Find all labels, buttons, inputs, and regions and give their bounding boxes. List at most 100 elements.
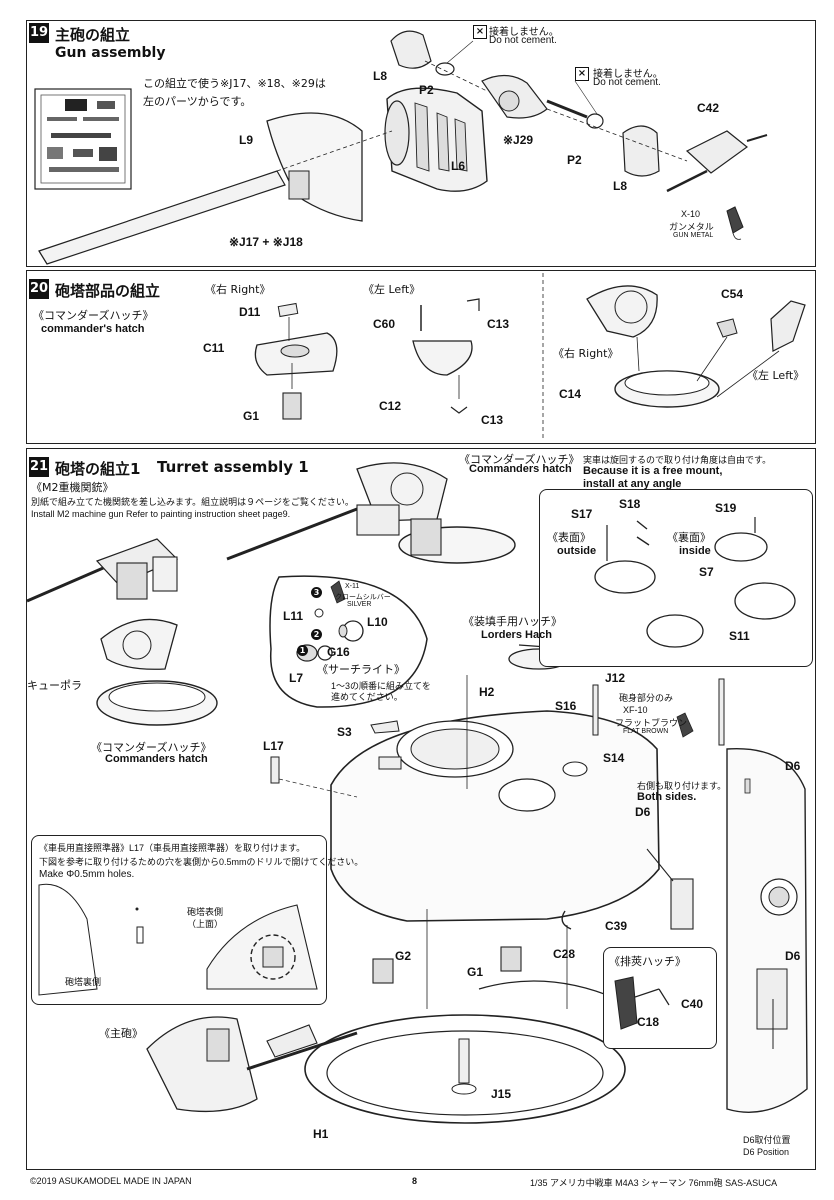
step-3-marker: 3 xyxy=(311,587,322,598)
label-c18: C18 xyxy=(637,1015,660,1029)
step20-number: 20 xyxy=(29,279,49,299)
step19-parts-note-2: 左のパーツからです。 xyxy=(143,95,252,108)
chrome-code: X-11 xyxy=(345,583,360,590)
label-h2: H2 xyxy=(479,685,495,699)
label-p2-top: P2 xyxy=(419,83,434,97)
label-l7: L7 xyxy=(289,671,304,685)
label-c13-bottom: C13 xyxy=(481,413,504,427)
turret-top-paren: （上面） xyxy=(187,919,224,929)
label-c12: C12 xyxy=(379,399,402,413)
step19-title-en: Gun assembly xyxy=(55,45,166,61)
m2-title: 《M2重機関銃》 xyxy=(31,481,114,494)
label-c13-top: C13 xyxy=(487,317,510,331)
step21-drawing xyxy=(27,462,808,1124)
label-s7: S7 xyxy=(699,565,714,579)
step19-panel: 19 主砲の組立 Gun assembly xyxy=(26,20,816,267)
label-l8-top: L8 xyxy=(373,69,388,83)
step20-hatch-jp: 《コマンダーズハッチ》 xyxy=(33,309,154,322)
step20-right2-label: 《右 Right》 xyxy=(553,347,619,360)
label-l6: L6 xyxy=(451,159,466,173)
label-h1: H1 xyxy=(313,1127,329,1141)
label-l10: L10 xyxy=(367,615,388,629)
free-mount-inset-drawing xyxy=(594,517,796,648)
brown-code: XF-10 xyxy=(623,705,648,715)
label-d11: D11 xyxy=(239,305,261,319)
label-l17: L17 xyxy=(263,739,284,753)
free-mount-jp: 実車は旋回するので取り付け角度は自由です。 xyxy=(583,455,772,465)
label-c40: C40 xyxy=(681,997,704,1011)
d6-position-jp: D6取付位置 xyxy=(743,1135,791,1145)
label-d6-top: D6 xyxy=(785,759,801,773)
label-l11: L11 xyxy=(283,609,304,623)
cupola-jp: キューポラ xyxy=(27,679,82,692)
no-cement-jp-1: 接着しません。 xyxy=(489,27,559,38)
no-cement-icon-1: × xyxy=(473,25,487,39)
label-s19: S19 xyxy=(715,501,737,515)
inside-jp: 《裏面》 xyxy=(667,531,711,544)
label-c11: C11 xyxy=(203,341,225,355)
paint-code-gunmetal: X-10 xyxy=(681,209,701,219)
label-s17: S17 xyxy=(571,507,593,521)
step19-drawing xyxy=(34,30,768,265)
step20-title: 砲塔部品の組立 xyxy=(55,282,161,300)
no-cement-en-1: Do not cement. xyxy=(489,35,557,46)
step20-left2-label: 《左 Left》 xyxy=(747,369,805,382)
label-g16: G16 xyxy=(327,645,350,659)
chrome-en: SILVER xyxy=(347,601,372,608)
loaders-hatch-en: Lorders Hach xyxy=(481,629,552,641)
label-c28: C28 xyxy=(553,947,576,961)
step20-hatch-en: commander's hatch xyxy=(41,323,145,335)
label-j12: J12 xyxy=(605,671,626,685)
both-sides-en: Both sides. xyxy=(637,791,697,803)
inside-en: inside xyxy=(679,545,711,557)
label-l9: L9 xyxy=(239,133,254,147)
label-d6-mid: D6 xyxy=(635,805,651,819)
cmd-hatch-top-jp: 《コマンダーズハッチ》 xyxy=(459,453,580,466)
footer-copyright: ©2019 ASUKAMODEL MADE IN JAPAN xyxy=(30,1176,192,1186)
m2-note-en: Install M2 machine gun Refer to painting… xyxy=(31,509,291,519)
label-c14: C14 xyxy=(559,387,582,401)
step20-right-label: 《右 Right》 xyxy=(205,283,271,296)
outside-en: outside xyxy=(557,545,597,557)
step19-number: 19 xyxy=(29,23,49,43)
step20-drawing xyxy=(254,273,806,441)
step21-number: 21 xyxy=(29,457,49,477)
d6-position-en: D6 Position xyxy=(743,1147,790,1157)
turret-back-label: 砲塔裏側 xyxy=(65,977,102,987)
l17-title: 《車長用直接照準器》L17（車長用直接照準器）を取り付けます。 xyxy=(39,843,306,853)
both-sides-jp: 右側も取り付けます。 xyxy=(637,781,727,791)
footer-page-number: 8 xyxy=(412,1176,418,1186)
free-mount-en-1: Because it is a free mount, xyxy=(583,465,723,477)
label-c39: C39 xyxy=(605,919,628,933)
cmd-hatch-top-en: Commanders hatch xyxy=(469,463,572,475)
free-mount-en-2: install at any angle xyxy=(583,478,682,490)
searchlight-note: 1〜3の順番に組み立てを進めてください。 xyxy=(331,681,431,702)
paint-en-gunmetal: GUN METAL xyxy=(673,232,714,239)
label-c42: C42 xyxy=(697,101,720,115)
step20-panel: 20 砲塔部品の組立 《コマンダーズハッチ》 commander's hatch… xyxy=(26,270,816,444)
label-s11: S11 xyxy=(729,629,750,643)
label-c54: C54 xyxy=(721,287,744,301)
label-s18: S18 xyxy=(619,497,641,511)
label-d6-right: D6 xyxy=(785,949,801,963)
turret-top-label: 砲塔表側 xyxy=(187,907,224,917)
loaders-hatch-jp: 《装填手用ハッチ》 xyxy=(463,615,562,628)
step-1-marker: 1 xyxy=(297,645,308,656)
barrel-only-note: 砲身部分のみ xyxy=(619,693,674,703)
outside-jp: 《表面》 xyxy=(547,531,591,544)
step21-panel: 21 砲塔の組立1 Turret assembly 1 《M2重機関銃》 別紙で… xyxy=(26,448,816,1170)
step19-parts-note-1: この組立で使う※J17、※18、※29は xyxy=(143,77,326,90)
no-cement-icon-2: × xyxy=(575,67,589,81)
chrome-jp: クロームシルバー xyxy=(335,594,391,601)
label-s14: S14 xyxy=(603,751,625,765)
no-cement-en-2: Do not cement. xyxy=(593,77,661,88)
step21-title-jp: 砲塔の組立1 xyxy=(55,460,141,478)
label-c60: C60 xyxy=(373,317,396,331)
no-cement-jp-2: 接着しません。 xyxy=(593,69,663,80)
label-j17-j18: ※J17 + ※J18 xyxy=(229,235,303,249)
label-j29: ※J29 xyxy=(503,133,534,147)
vent-hatch-drawing xyxy=(614,976,670,1030)
label-g1: G1 xyxy=(243,409,260,423)
label-j15: J15 xyxy=(491,1087,512,1101)
label-l8-right: L8 xyxy=(613,179,628,193)
